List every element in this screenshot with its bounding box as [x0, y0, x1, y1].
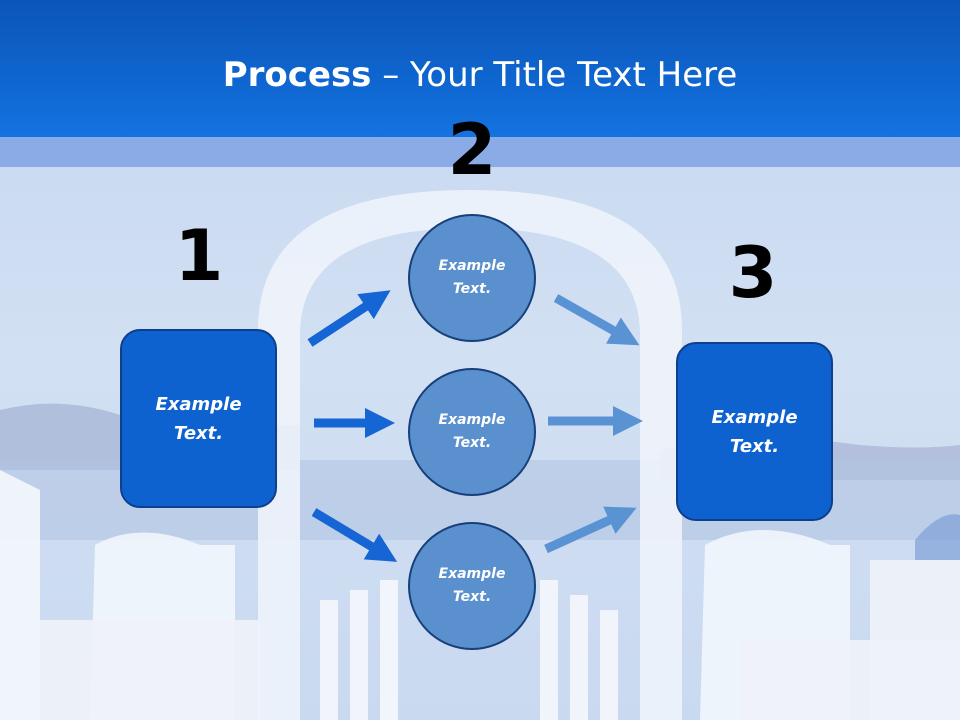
arrow-1-to-2-top: [307, 290, 391, 347]
step-2-circle-middle-label: Example Text.: [438, 412, 506, 451]
arrow-2-top-to-3: [553, 294, 640, 346]
slide-title: Process – Your Title Text Here: [0, 54, 960, 96]
step-1-box: Example Text.: [120, 329, 277, 508]
arrow-1-to-2-bottom: [311, 508, 398, 562]
step-number-2: 2: [447, 109, 497, 191]
step-number-1: 1: [174, 215, 224, 297]
step-2-circle-top-label: Example Text.: [438, 258, 506, 297]
step-2-circle-bottom-label: Example Text.: [438, 566, 506, 605]
title-rest: – Your Title Text Here: [371, 55, 738, 95]
step-1-label: Example Text.: [155, 393, 242, 444]
step-2-circle-bottom: Example Text.: [408, 522, 536, 650]
title-bar-band: [0, 137, 960, 167]
step-2-circle-middle: Example Text.: [408, 368, 536, 496]
step-3-label: Example Text.: [711, 406, 798, 457]
step-2-circle-top: Example Text.: [408, 214, 536, 342]
title-bold: Process: [222, 55, 372, 95]
step-number-3: 3: [728, 232, 778, 314]
title-bar: [0, 0, 960, 137]
arrow-2-bottom-to-3: [544, 506, 637, 554]
step-3-box: Example Text.: [676, 342, 833, 521]
